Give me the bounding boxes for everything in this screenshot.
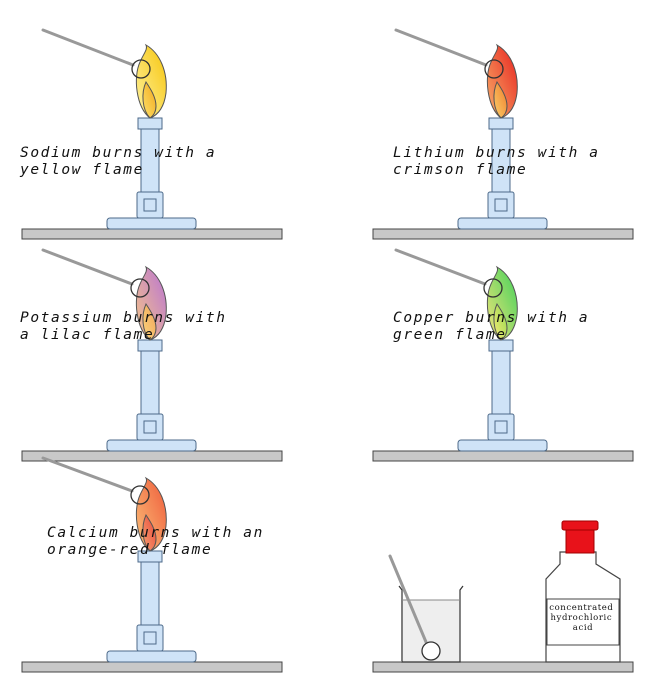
- flame-inner: [142, 302, 157, 341]
- bunsen-burner: [106, 339, 197, 452]
- wire-loop-handle: [41, 456, 134, 493]
- svg-text:Lithium burns with a cri: Lithium burns with a crimson flame: [393, 145, 610, 178]
- bunsen-burner: [106, 117, 197, 230]
- caption-line: orange-red flame: [47, 542, 212, 558]
- bottle-label: [546, 598, 620, 646]
- wire-loop: [421, 641, 441, 661]
- panel-calcium: Calcium burns with an orange-red flame: [21, 456, 283, 673]
- panel-lithium: Lithium burns with a crimson flame: [372, 28, 634, 240]
- svg-text:Calcium burns with an or: Calcium burns with an orange-red flame: [47, 525, 274, 558]
- flame-inner: [493, 80, 508, 119]
- bench: [372, 661, 634, 673]
- caption-line: Calcium burns with an: [47, 525, 264, 541]
- caption-line: Potassium burns with: [20, 310, 227, 326]
- bench: [372, 228, 634, 240]
- wire-loop-handle: [41, 248, 134, 286]
- bench: [21, 228, 283, 240]
- caption-line: green flame: [393, 327, 507, 343]
- bench: [21, 661, 283, 673]
- caption-line: Sodium burns with a: [20, 145, 216, 161]
- wire-loop-handle: [394, 248, 487, 286]
- panel-potassium: Potassium burns with a lilac flame: [20, 248, 283, 462]
- wire-loop: [130, 278, 150, 298]
- wire-loop: [483, 278, 503, 298]
- flame-inner: [493, 302, 508, 341]
- bottle-cap-rim: [561, 520, 599, 531]
- panel-sodium: Sodium burns with a yellow flame: [19, 28, 283, 240]
- bunsen-burner: [457, 117, 548, 230]
- caption-line: Copper burns with a: [393, 310, 589, 326]
- caption-line: crimson flame: [393, 162, 527, 178]
- bunsen-burner: [106, 550, 197, 663]
- wire-loop-handle: [394, 28, 488, 67]
- flame-inner: [142, 80, 157, 119]
- wire-loop: [130, 485, 150, 505]
- acid-bottle: concentrated hydrochloric acid: [545, 520, 621, 663]
- svg-text:Copper burns with a gree: Copper burns with a green flame: [393, 310, 600, 343]
- svg-text:Potassium burns with a l: Potassium burns with a lilac flame: [20, 310, 237, 343]
- caption-line: a lilac flame: [20, 327, 154, 343]
- wire-loop-handle: [41, 28, 135, 67]
- bench: [372, 450, 634, 462]
- flame-inner: [142, 513, 157, 552]
- bench: [21, 450, 283, 462]
- bunsen-burner: [457, 339, 548, 452]
- caption-line: Lithium burns with a: [393, 145, 600, 161]
- bottle-label-line: hydrochloric: [550, 613, 612, 623]
- bottle-cap: [565, 528, 595, 554]
- svg-text:Sodium burns with a yell: Sodium burns with a yellow flame: [19, 145, 227, 178]
- panel-copper: Copper burns with a green flame: [372, 248, 634, 462]
- bottle-label-line: acid: [573, 623, 593, 633]
- wire-loop: [484, 59, 504, 79]
- caption-line: yellow flame: [19, 162, 144, 178]
- wire-loop: [131, 59, 151, 79]
- panel-acid-cleaning: concentrated hydrochloric acid: [372, 520, 634, 673]
- svg-text:concentrated hydrochlo: concentrated hydrochloric acid: [549, 603, 617, 633]
- wire-loop-handle: [388, 554, 428, 644]
- bottle-label-line: concentrated: [549, 603, 613, 613]
